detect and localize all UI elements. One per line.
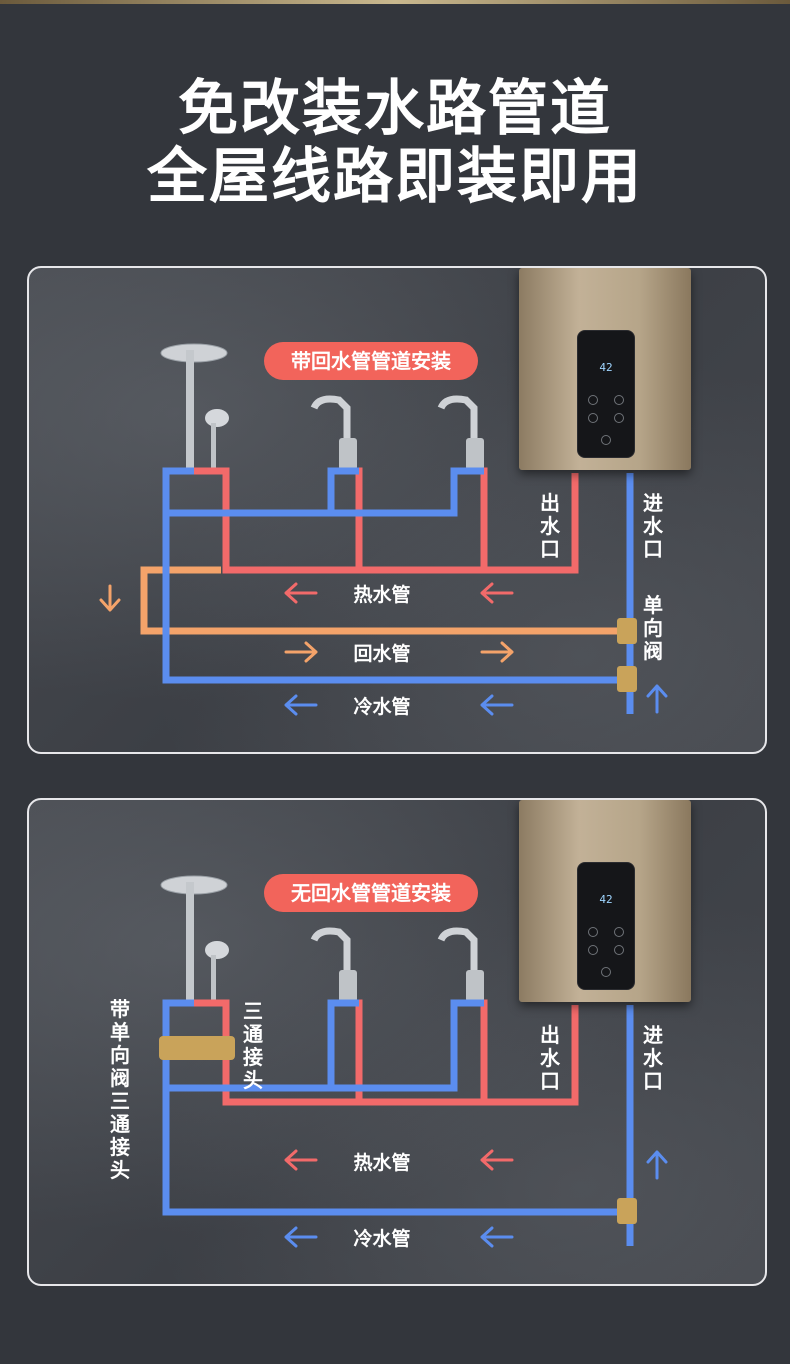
heater-button-icon xyxy=(588,395,598,405)
flow-arrow-icon xyxy=(480,694,514,716)
flow-arrow-icon xyxy=(480,582,514,604)
flow-arrow-icon xyxy=(480,641,514,663)
cold-pipe-label: 冷水管 xyxy=(353,696,411,718)
flow-arrow-icon xyxy=(480,1226,514,1248)
return-pipe-label: 回水管 xyxy=(353,643,411,665)
diagram-with-return-pipe: 42 带回水管管道安装 热水管 回水管 冷水管 出水口 进水口 单向阀 xyxy=(27,266,767,754)
hot-water-pipe xyxy=(194,999,579,1106)
tee-valve-icon xyxy=(617,1198,637,1224)
install-badge: 带回水管管道安装 xyxy=(264,342,478,380)
heater-temperature-display: 42 xyxy=(599,361,613,374)
tee-label: 三通接头 xyxy=(243,999,263,1092)
inlet-label: 进水口 xyxy=(643,1023,663,1093)
heater-control-panel: 42 xyxy=(577,862,635,990)
heater-button-icon xyxy=(614,413,624,423)
hot-pipe-label: 热水管 xyxy=(353,1152,411,1174)
power-button-icon xyxy=(601,435,611,445)
power-button-icon xyxy=(601,967,611,977)
cold-pipe-label: 冷水管 xyxy=(353,1228,411,1250)
hot-pipe-label: 热水管 xyxy=(353,584,411,606)
flow-arrow-icon xyxy=(284,641,318,663)
check-tee-valve-icon xyxy=(159,1036,235,1060)
top-decor-strip xyxy=(0,0,790,4)
headline-line-2: 全屋线路即装即用 xyxy=(147,142,643,212)
cold-water-pipe xyxy=(327,999,359,1088)
inlet-label: 进水口 xyxy=(643,491,663,561)
check-valve-label: 单向阀 xyxy=(643,593,663,663)
heater-button-icon xyxy=(588,945,598,955)
flow-arrow-icon xyxy=(284,1149,318,1171)
cold-water-pipe xyxy=(166,999,484,1092)
cold-water-pipe xyxy=(327,467,359,513)
heater-button-icon xyxy=(614,927,624,937)
shower-icon xyxy=(160,343,229,470)
faucet-icon xyxy=(310,927,357,1002)
heater-button-icon xyxy=(588,927,598,937)
return-pipe xyxy=(140,566,619,635)
shower-icon xyxy=(160,875,229,1002)
faucet-icon xyxy=(310,395,357,470)
outlet-label: 出水口 xyxy=(540,1023,560,1093)
cold-water-pipe xyxy=(162,999,619,1216)
flow-arrow-icon xyxy=(284,694,318,716)
hot-water-pipe xyxy=(450,467,488,570)
heater-button-icon xyxy=(614,395,624,405)
flow-arrow-icon xyxy=(646,684,668,714)
pipe-diagram-2 xyxy=(159,875,668,1248)
heater-control-panel: 42 xyxy=(577,330,635,458)
heater-temperature-display: 42 xyxy=(599,893,613,906)
diagram-without-return-pipe: 42 无回水管管道安装 热水管 冷水管 出水口 进水口 三通接头 带单向阀三通接… xyxy=(27,798,767,1286)
faucet-icon xyxy=(437,395,484,470)
check-valve-icon xyxy=(617,618,637,644)
flow-arrow-icon xyxy=(284,582,318,604)
check-tee-label: 带单向阀三通接头 xyxy=(110,997,130,1182)
flow-arrow-icon xyxy=(646,1150,668,1180)
hot-water-pipe xyxy=(194,467,579,574)
pipe-diagram-1 xyxy=(99,343,668,716)
install-badge: 无回水管管道安装 xyxy=(264,874,478,912)
water-heater: 42 xyxy=(519,268,691,470)
flow-arrow-icon xyxy=(99,584,121,612)
heater-button-icon xyxy=(588,413,598,423)
cold-water-pipe xyxy=(162,467,619,684)
faucet-icon xyxy=(437,927,484,1002)
hot-water-pipe xyxy=(327,467,363,570)
flow-arrow-icon xyxy=(284,1226,318,1248)
heater-button-icon xyxy=(614,945,624,955)
outlet-label: 出水口 xyxy=(540,491,560,561)
cold-water-pipe xyxy=(166,467,484,517)
flow-arrow-icon xyxy=(480,1149,514,1171)
hot-water-pipe xyxy=(450,999,488,1102)
headline-line-1: 免改装水路管道 xyxy=(178,74,612,144)
water-heater: 42 xyxy=(519,800,691,1002)
tee-valve-icon xyxy=(617,666,637,692)
